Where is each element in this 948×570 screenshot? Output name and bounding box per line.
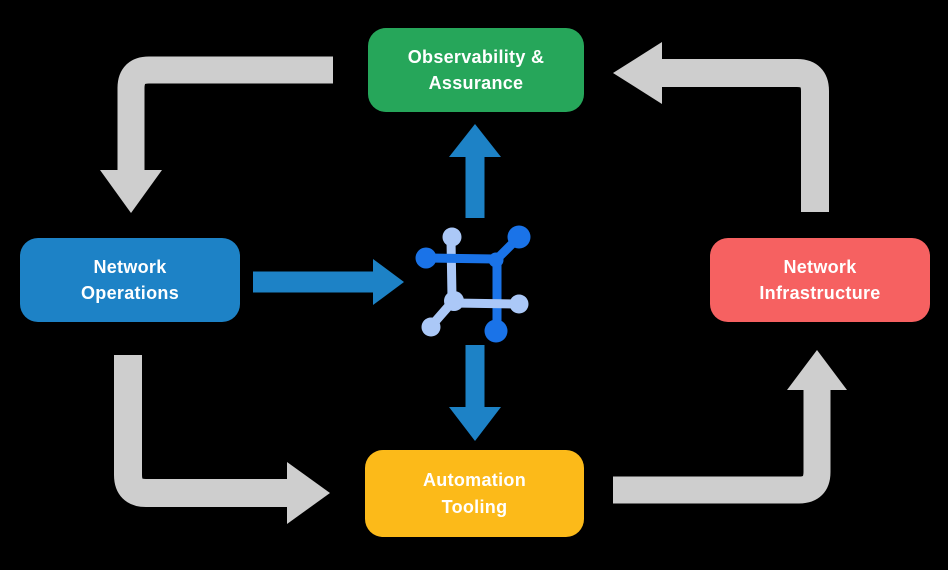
icon-junction-bottom-left (444, 291, 464, 311)
accent-arrow-head (449, 124, 501, 157)
node-automation-tooling: Automation Tooling (365, 450, 584, 537)
icon-junction-top-right (488, 252, 504, 268)
icon-node-left (415, 247, 437, 269)
node-label-line: Network (783, 256, 857, 277)
accent-arrow-center-to-observability (449, 124, 501, 218)
cycle-arrow-automation-to-infrastructure (613, 350, 847, 504)
cycle-arrow-operations-to-automation (114, 355, 330, 524)
node-label-line: Operations (80, 283, 180, 303)
accent-arrow-operations-to-center (253, 259, 404, 305)
node-label-line: Observability & (407, 46, 545, 67)
cycle-arrow-shaft (117, 56, 333, 173)
icon-node-bottom (484, 319, 508, 343)
icon-bottom-edge (449, 298, 522, 309)
icon-top-edge (422, 253, 500, 264)
cycle-arrow-head (787, 350, 847, 390)
cycle-arrow-shaft (661, 59, 829, 212)
icon-left-edge (446, 235, 457, 302)
cycle-arrow-head (100, 170, 162, 213)
icon-node-bottom-left (421, 317, 441, 337)
node-label-line: Infrastructure (759, 283, 881, 303)
accent-arrow-center-to-automation (449, 345, 501, 441)
node-network-operations: Network Operations (20, 238, 240, 322)
cycle-arrow-observability-to-operations (100, 56, 333, 213)
icon-node-top (442, 227, 462, 247)
accent-arrow-head (449, 407, 501, 441)
cycle-arrow-head (613, 42, 662, 104)
node-network-infrastructure: Network Infrastructure (710, 238, 930, 322)
accent-arrow-head (373, 259, 404, 305)
cycle-arrow-infrastructure-to-observability (613, 42, 829, 212)
node-label-line: Network (93, 256, 167, 277)
node-label-line: Assurance (428, 73, 524, 93)
network-automation-icon (415, 225, 531, 343)
icon-node-top-right (507, 225, 531, 249)
node-label-line: Automation (423, 470, 526, 491)
cycle-arrow-shaft (114, 355, 289, 507)
cycle-arrow-shaft (613, 389, 831, 504)
node-label-line: Tooling (441, 496, 508, 517)
node-observability-assurance: Observability & Assurance (368, 28, 584, 112)
icon-node-right (509, 294, 529, 314)
cycle-arrow-head (287, 462, 330, 524)
